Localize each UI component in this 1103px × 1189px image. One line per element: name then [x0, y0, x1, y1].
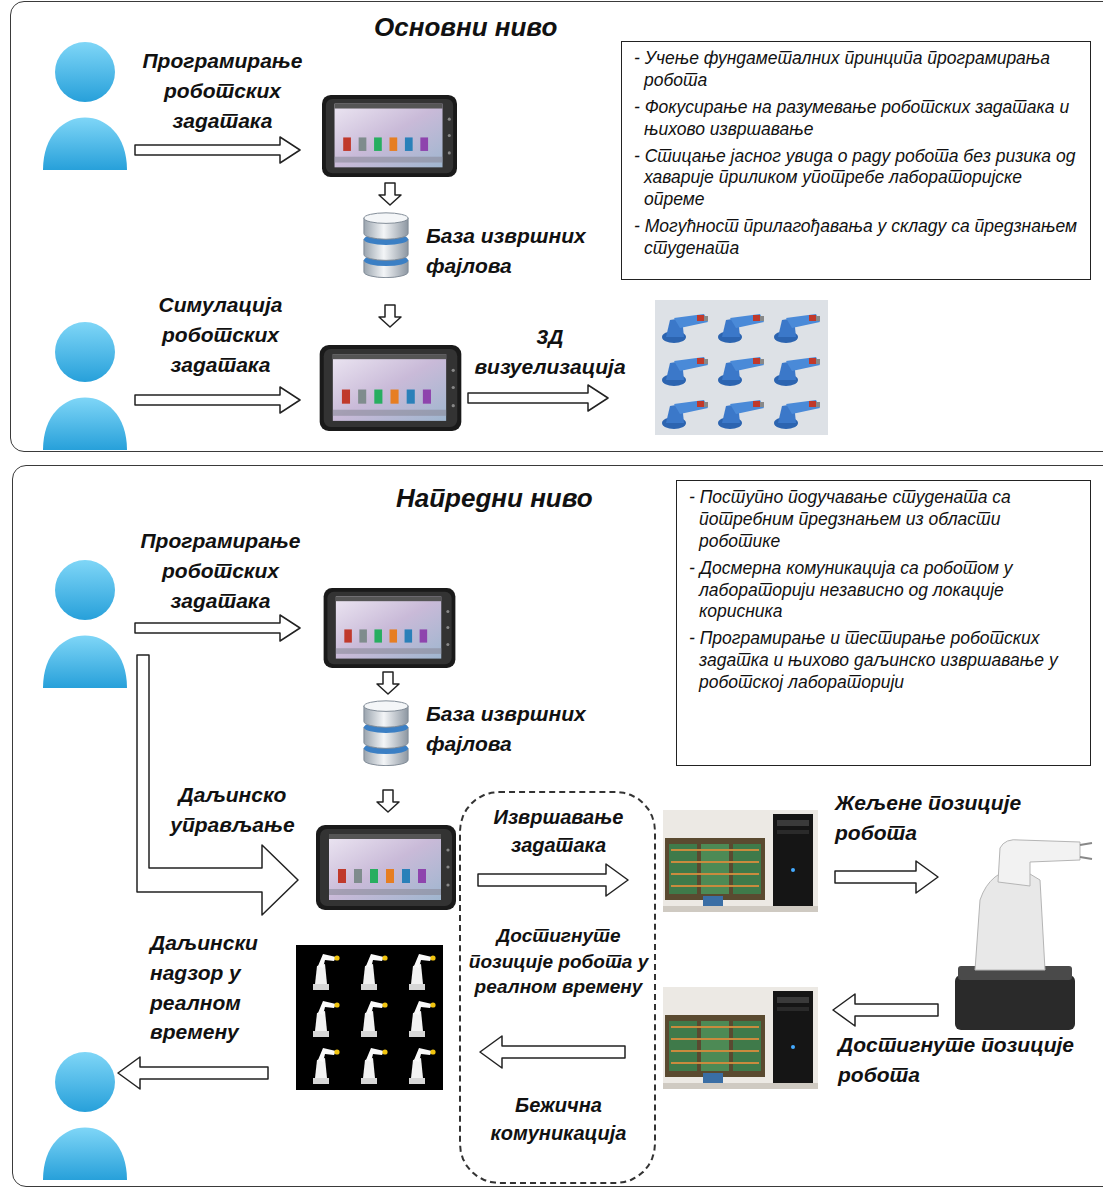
controller-pc: [663, 810, 818, 1089]
monitoring-image: [296, 945, 443, 1090]
database-node: База извршних фајлова: [359, 213, 621, 288]
note-item: - Досмерна комуникација са роботом у лаб…: [689, 558, 1080, 624]
arrow-label: Даљинско управљање: [160, 780, 305, 840]
arrow-label: Извршавање задатака: [468, 803, 649, 860]
database-node: База извршних фајлова: [359, 699, 621, 771]
communication-region: Извршавање задатакаДостигнуте позиције р…: [459, 791, 656, 1184]
note-item: - Програмирање и тестирање роботских зад…: [689, 628, 1080, 694]
note-box: - Учење фундаметалних принципа програмир…: [621, 41, 1091, 280]
arrow-label: Достигнуте позиције робота у реалном вре…: [468, 923, 649, 1000]
arrow-label: Бежична комуникација: [468, 1091, 649, 1148]
note-item: - Фокусирање на разумевање роботских зад…: [634, 97, 1080, 141]
arrow-label: Програмирање роботских задатака: [123, 526, 318, 615]
database-label: База извршних фајлова: [426, 699, 618, 759]
visualization-image: [655, 300, 828, 435]
note-box: - Поступно подучавање студената са потре…: [676, 480, 1091, 766]
arrow-label: Достигнуте позиције робота: [838, 1030, 1088, 1090]
person-icon: [43, 42, 127, 1180]
note-item: - Могућност прилагођавања у складу са пр…: [634, 216, 1080, 260]
arrow-label: 3Д визуелизација: [470, 322, 630, 382]
database-label: База извршних фајлова: [426, 221, 618, 281]
note-item: - Поступно подучавање студената са потре…: [689, 487, 1080, 553]
panel-title: Напредни ниво: [396, 483, 593, 514]
panel-title: Основни ниво: [374, 12, 557, 43]
arrow-label: Програмирање роботских задатака: [125, 46, 320, 135]
robot-image: [955, 840, 1092, 1030]
arrow-label: Жељене позиције робота: [835, 788, 1050, 848]
note-item: - Стицање јасног увида о раду робота без…: [634, 146, 1080, 212]
arrow-label: Даљински надзор у реалном времену: [150, 928, 285, 1047]
arrow-label: Симулација роботских задатака: [128, 290, 313, 379]
note-item: - Учење фундаметалних принципа програмир…: [634, 48, 1080, 92]
